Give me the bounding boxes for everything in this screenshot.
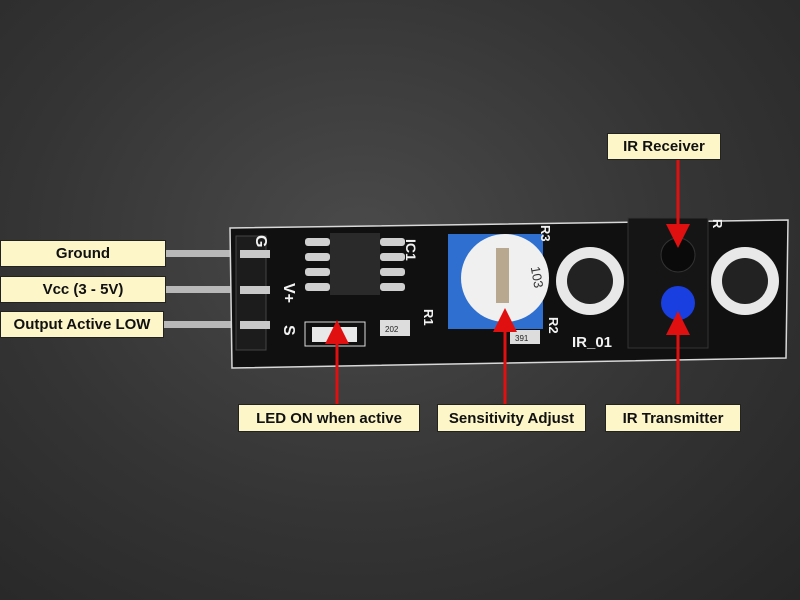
label-led: LED ON when active <box>238 404 420 432</box>
silk-ir01: IR_01 <box>572 334 612 351</box>
ir-transmitter-led <box>661 286 695 320</box>
potentiometer <box>448 234 549 329</box>
silk-r3: R3 <box>538 225 553 242</box>
label-sensitivity: Sensitivity Adjust <box>437 404 586 432</box>
silk-vplus: V+ <box>280 283 297 303</box>
silk-r1: R1 <box>421 309 436 326</box>
silk-391: 391 <box>515 334 529 343</box>
silk-ic1: IC1 <box>403 239 419 261</box>
silk-103: 103 <box>528 265 547 289</box>
silk-s: S <box>280 325 297 336</box>
silk-202: 202 <box>385 325 399 334</box>
silk-r2: R2 <box>546 317 561 334</box>
ir-receiver-led <box>660 237 696 273</box>
ir-housing <box>627 217 709 349</box>
label-ground: Ground <box>0 240 166 267</box>
header-pins <box>160 250 260 328</box>
silk-r: R <box>710 219 725 229</box>
label-ir-transmitter: IR Transmitter <box>605 404 741 432</box>
silk-g: G <box>252 235 269 247</box>
ic-chip <box>305 233 405 295</box>
label-output: Output Active LOW <box>0 311 164 338</box>
resistor-202 <box>380 320 410 336</box>
label-vcc: Vcc (3 - 5V) <box>0 276 166 303</box>
label-ir-receiver: IR Receiver <box>607 133 721 160</box>
resistor-391 <box>510 330 540 344</box>
